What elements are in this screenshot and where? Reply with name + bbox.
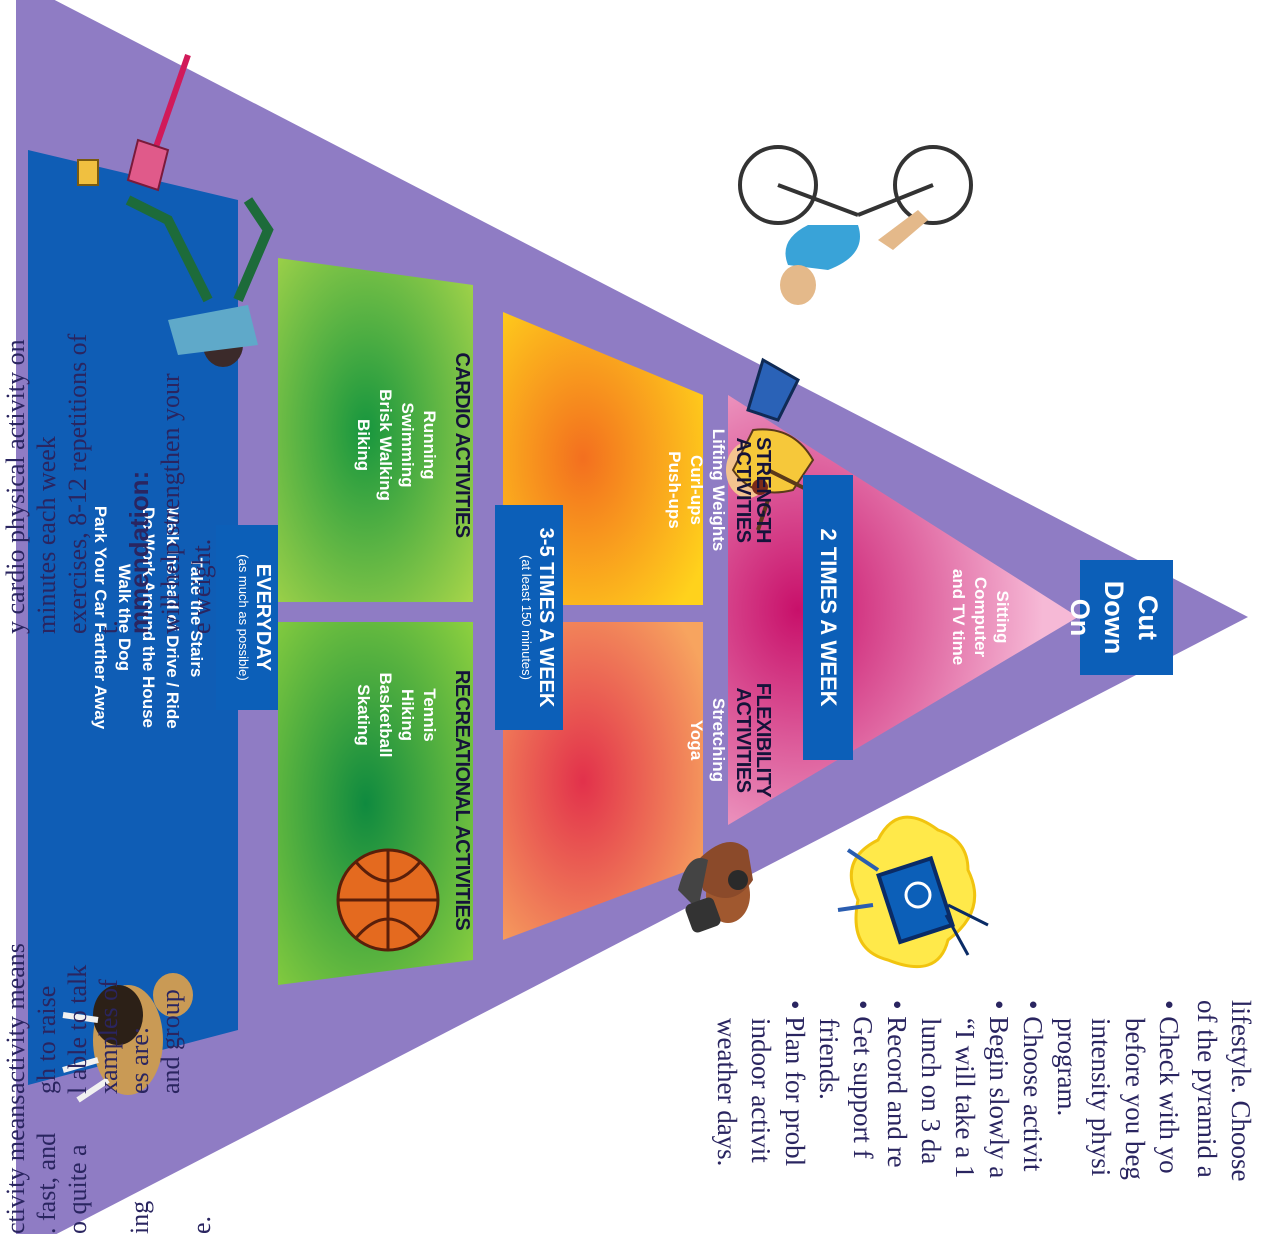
right-line: . fast, and	[32, 1132, 61, 1234]
weightlifter-illustration	[726, 357, 815, 531]
right-line: e weight.	[187, 538, 216, 634]
right-line: o quite a	[63, 1144, 92, 1234]
right-line: activity means	[1, 943, 30, 1094]
right-line: gh to raise	[32, 985, 61, 1094]
walker-illustration	[125, 195, 274, 367]
cyclist-illustration	[738, 145, 973, 305]
right-line: will help strengthen your	[156, 373, 185, 634]
right-line: t.	[94, 620, 123, 634]
right-line: ing	[125, 1200, 154, 1234]
right-line: minutes each week	[32, 436, 61, 634]
basketball-illustration	[336, 848, 440, 952]
cardio-panel	[278, 258, 473, 602]
right-line: and group	[156, 989, 185, 1094]
cleaning-tools-illustration	[77, 54, 191, 192]
right-line: exercises, 8-12 repetitions of	[63, 333, 92, 634]
right-line: y cardio physical activity on	[1, 339, 30, 634]
right-line: e.	[187, 1215, 216, 1234]
stretching-woman-illustration	[678, 842, 753, 933]
page-top-text-block: y cardio physical activity on minutes ea…	[0, 0, 270, 1234]
right-line: es are:	[125, 1026, 154, 1094]
right-line-heading: mmendation:	[124, 470, 154, 634]
right-line: xamples of	[94, 979, 123, 1094]
dog-illustration	[62, 973, 193, 1103]
television-icon	[837, 815, 989, 969]
everyday-band	[28, 150, 238, 1085]
right-line: l able to talk	[63, 964, 92, 1094]
right-line: ctivity means	[1, 1094, 30, 1234]
